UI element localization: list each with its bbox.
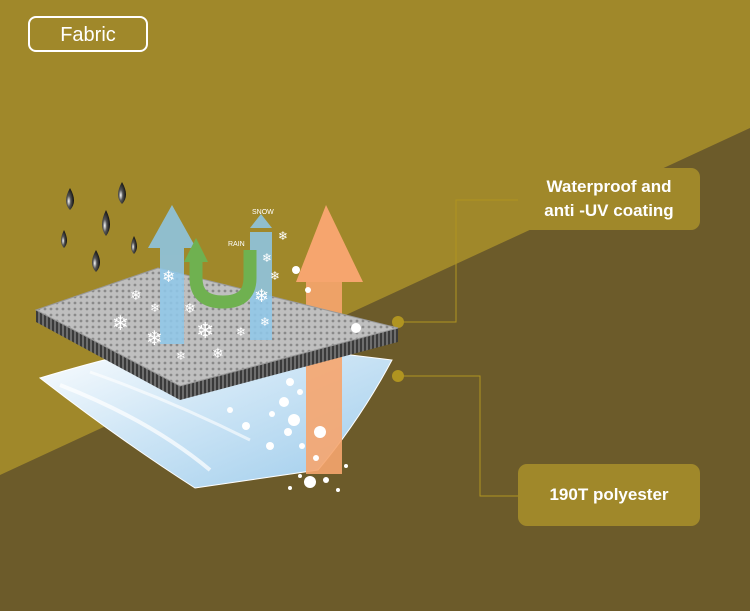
snow-label: SNOW: [252, 209, 274, 216]
snowflake-icon: ❄: [176, 349, 186, 363]
callout-waterproof-line1: Waterproof and: [546, 177, 672, 196]
coating-layer-front-edge: [36, 310, 180, 400]
raindrop-icon: [66, 188, 74, 210]
snowflake-icon: ❄: [236, 325, 246, 339]
leader-dot-top: [392, 316, 404, 328]
arrow-up-icon: [296, 205, 363, 474]
fabric-tag-button[interactable]: Fabric: [28, 16, 148, 52]
rain-label: RAIN: [228, 241, 245, 248]
snowflake-icon: ❄: [262, 251, 272, 265]
leader-line-top: [398, 199, 518, 323]
snowflake-icon: ❄: [212, 346, 224, 362]
snowflake-icon: ❄: [270, 269, 280, 283]
callout-waterproof-line2: anti -UV coating: [544, 201, 674, 220]
raindrop-icon: [61, 230, 67, 248]
polyester-layer-sheen-2: [89, 370, 251, 442]
snowflake-icon: ❄: [146, 326, 163, 350]
callout-waterproof-coating: Waterproof and anti -UV coating: [518, 168, 700, 230]
snowflake-icon: ❄: [278, 229, 288, 243]
callout-polyester-label: 190T polyester: [549, 485, 669, 504]
blue-arrow-left: [148, 205, 196, 344]
leader-dot-bottom: [392, 370, 404, 382]
coating-layer-side-edge: [180, 328, 398, 400]
u-turn-arrow-icon: [184, 238, 257, 309]
vapor-dots: [227, 266, 361, 492]
snowflake-icon: ❄: [254, 286, 269, 307]
callout-polyester: 190T polyester: [518, 464, 700, 526]
snowflake-icon: ❄: [150, 301, 160, 315]
polyester-layer-sheen: [59, 383, 212, 472]
coating-layer: [34, 267, 399, 387]
snowflake-icon: ❄: [130, 288, 142, 304]
snowflakes: ❄ ❄ ❄ ❄ ❄ ❄ ❄ ❄ ❄ ❄ ❄ ❄ ❄ ❄ ❄: [112, 229, 288, 363]
raindrop-icon: [102, 210, 110, 236]
snowflake-icon: ❄: [260, 315, 270, 329]
raindrop-icon: [92, 250, 100, 272]
snowflake-icon: ❄: [162, 267, 175, 286]
snowflake-icon: ❄: [184, 301, 196, 317]
raindrops: [61, 182, 137, 272]
raindrop-icon: [118, 182, 126, 204]
snowflake-icon: ❄: [112, 311, 129, 335]
leader-line-bottom: [398, 375, 518, 497]
snowflake-icon: ❄: [196, 319, 214, 344]
raindrop-icon: [131, 236, 137, 254]
